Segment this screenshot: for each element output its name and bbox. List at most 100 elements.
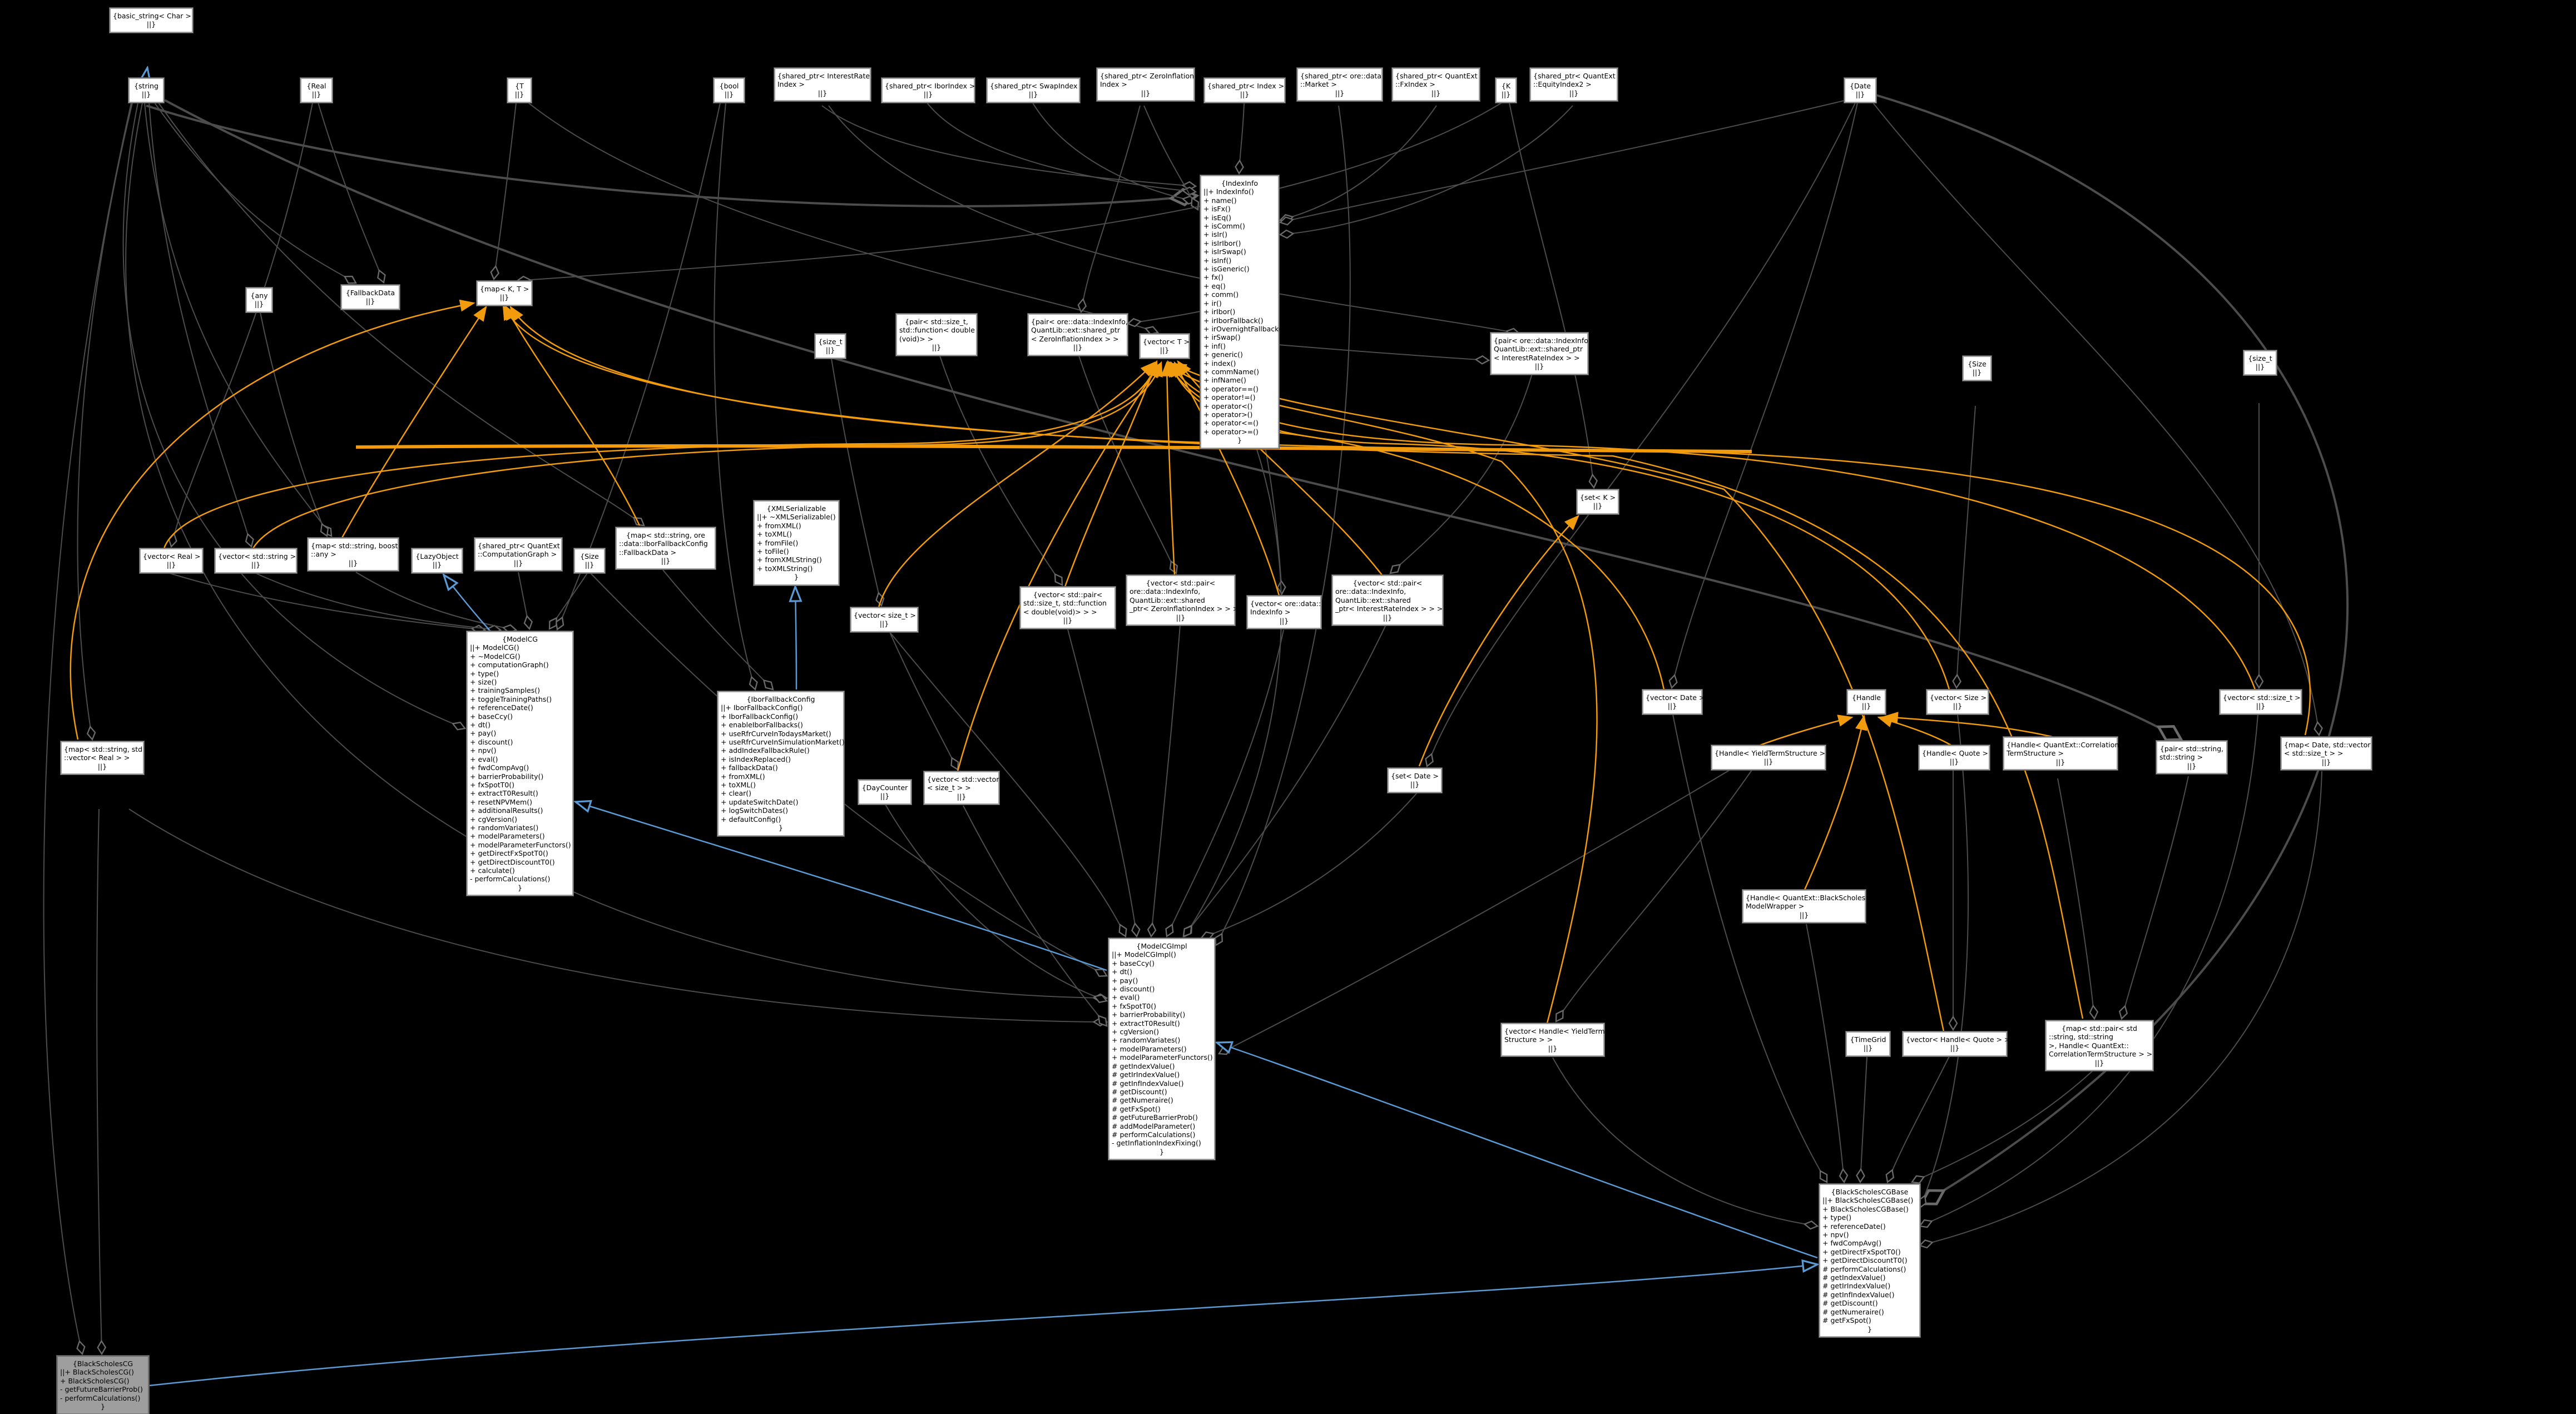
node-bool[interactable]: {bool||} (714, 78, 745, 103)
node-index-info[interactable]: {IndexInfo||+ IndexInfo()+ name()+ isFx(… (1200, 175, 1284, 449)
node-map-string-any[interactable]: {map< std::string, boost::any >||} (308, 538, 399, 572)
node-set-k[interactable]: {set< K >||} (1577, 489, 1619, 514)
node-model-cg-impl[interactable]: {ModelCGImpl||+ ModelCGImpl()+ baseCcy()… (1108, 938, 1215, 1160)
node-map-pair-handle-correlation[interactable]: {map< std::pair< std::string, std::strin… (2045, 1020, 2153, 1071)
member-line: {vector< Size > (1930, 693, 1987, 702)
node-string[interactable]: {string||} (128, 78, 164, 103)
member-line: } (1237, 436, 1242, 445)
node-model-cg[interactable]: {ModelCG||+ ModelCG()+ ~ModelCG()+ compu… (467, 631, 573, 896)
member-line: ||} (348, 558, 358, 567)
member-line: {shared_ptr< Index > (1207, 82, 1285, 90)
inheritance-edges (146, 68, 1817, 1387)
node-any[interactable]: {any||} (246, 287, 273, 312)
member-line: + dt() (470, 721, 491, 730)
node-vector-date[interactable]: {vector< Date >||} (1642, 689, 1705, 715)
member-line: ||} (724, 90, 734, 99)
node-vector-pair-sizet-function[interactable]: {vector< std::pair<std::size_t, std::fun… (1020, 587, 1116, 629)
node-vector-size[interactable]: {vector< Size >||} (1926, 689, 1989, 715)
node-shared-ptr-swap-index[interactable]: {shared_ptr< SwapIndex >||} (987, 78, 1086, 103)
member-line: } (1867, 1324, 1872, 1333)
node-time-grid[interactable]: {TimeGrid||} (1846, 1031, 1890, 1056)
member-line: {shared_ptr< QuantExt (478, 542, 560, 550)
member-line: {vector< Real > (143, 552, 201, 560)
node-vector-real[interactable]: {vector< Real >||} (140, 548, 203, 573)
node-shared-ptr-ore-data-market[interactable]: {shared_ptr< ore::data::Market >||} (1297, 68, 1383, 102)
member-line: + type() (470, 669, 499, 678)
node-pair-indexinfo-zeroinflation[interactable]: {pair< ore::data::IndexInfo,QuantLib::ex… (1028, 314, 1128, 356)
node-pair-sizet-function[interactable]: {pair< std::size_t,std::function< double… (896, 314, 977, 356)
member-line: {size_t (2248, 354, 2272, 363)
node-ibor-fallback-config[interactable]: {IborFallbackConfig||+ IborFallbackConfi… (717, 691, 845, 836)
node-pair-string-string[interactable]: {pair< std::string,std::string >||} (2156, 741, 2227, 775)
member-line: ||} (2187, 761, 2197, 770)
node-shared-ptr-computation-graph[interactable]: {shared_ptr< QuantExt::ComputationGraph … (474, 538, 562, 572)
node-t[interactable]: {T||} (507, 78, 532, 103)
node-date[interactable]: {Date||} (1844, 78, 1876, 103)
member-line: + fxSpotT0() (1112, 1001, 1157, 1010)
node-vector-vector-sizet[interactable]: {vector< std::vector< size_t > >||} (924, 771, 999, 805)
node-map-k-t[interactable]: {map< K, T >||} (477, 281, 532, 306)
member-line: + isFx() (1203, 205, 1231, 214)
node-basic-string-char[interactable]: {basic_string< Char >||} (110, 8, 193, 33)
node-vector-pair-indexinfo-interestrate[interactable]: {vector< std::pair<ore::data::IndexInfo,… (1332, 575, 1443, 626)
node-map-string-fallbackdata[interactable]: {map< std::string, ore::data::IborFallba… (616, 527, 716, 569)
member-line: ||} (1593, 502, 1603, 510)
member-line: ||+ IndexInfo() (1203, 187, 1254, 196)
member-line: ||} (825, 346, 835, 355)
node-map-string-vector-real[interactable]: {map< std::string, std::vector< Real > >… (61, 741, 144, 775)
member-line: # getFxSpot() (1112, 1104, 1161, 1113)
node-vector-pair-indexinfo-zeroinflation[interactable]: {vector< std::pair<ore::data::IndexInfo,… (1126, 575, 1239, 626)
node-vector-handle-quote[interactable]: {vector< Handle< Quote > >||} (1903, 1031, 2010, 1056)
member-line: {IndexInfo (1221, 179, 1259, 187)
member-line: + trainingSamples() (470, 686, 541, 695)
member-line: # getFxSpot() (1822, 1316, 1871, 1325)
node-k[interactable]: {K||} (1495, 78, 1517, 103)
member-line: {map< std::string, boost (311, 542, 398, 550)
node-real[interactable]: {Real||} (300, 78, 333, 103)
member-line: TermStructure > (2007, 749, 2064, 758)
node-handle-yield-term-structure[interactable]: {Handle< YieldTermStructure >||} (1711, 745, 1826, 770)
node-handle-quote[interactable]: {Handle< Quote >||} (1919, 745, 1990, 770)
node-size-t-right[interactable]: {size_t||} (2243, 350, 2277, 375)
node-vector-ore-indexinfo[interactable]: {vector< ore::data::IndexInfo >||} (1247, 596, 1321, 629)
node-pair-indexinfo-interestrate[interactable]: {pair< ore::data::IndexInfo,QuantLib::ex… (1490, 333, 1591, 375)
node-map-date-vector-sizet[interactable]: {map< Date, std::vector< std::size_t > >… (2281, 737, 2372, 771)
member-line: ||} (1063, 616, 1073, 625)
node-vector-std-sizet[interactable]: {vector< std::size_t >||} (2220, 689, 2302, 715)
member-line: # addModelParameter() (1112, 1122, 1196, 1130)
member-line: # performCalculations() (1822, 1264, 1906, 1273)
member-line: ::data::IborFallbackConfig (619, 539, 708, 548)
node-shared-ptr-index[interactable]: {shared_ptr< Index >||} (1204, 78, 1285, 103)
member-line: ||} (932, 343, 942, 352)
node-shared-ptr-ibor-index[interactable]: {shared_ptr< IborIndex >||} (881, 78, 975, 103)
node-size-left[interactable]: {Size||} (574, 548, 605, 573)
node-handle[interactable]: {Handle||} (1847, 689, 1886, 715)
member-line: {bool (719, 82, 739, 90)
member-line: + referenceDate() (1822, 1222, 1886, 1231)
member-line: + extractT0Result() (1112, 1019, 1180, 1028)
node-shared-ptr-quantext-fx-index[interactable]: {shared_ptr< QuantExt::FxIndex >||} (1392, 68, 1480, 102)
member-line: + addIndexFallbackRule() (721, 746, 810, 755)
member-line: ||} (661, 557, 671, 565)
member-line: # getDiscount() (1822, 1299, 1878, 1308)
node-fallback-data[interactable]: {FallbackData||} (341, 285, 400, 310)
node-size-right[interactable]: {Size||} (1963, 356, 1992, 381)
node-size-t-left[interactable]: {size_t||} (815, 334, 846, 359)
node-day-counter[interactable]: {DayCounter||} (858, 780, 911, 805)
node-vector-string[interactable]: {vector< std::string >||} (215, 548, 297, 573)
member-line: + pay() (470, 729, 497, 738)
node-set-date[interactable]: {set< Date >||} (1388, 768, 1442, 793)
node-shared-ptr-quantext-equity-index2[interactable]: {shared_ptr< QuantExt::EquityIndex2 >||} (1530, 68, 1618, 102)
node-black-scholes-cg-base[interactable]: {BlackScholesCGBase||+ BlackScholesCGBas… (1819, 1184, 1920, 1337)
node-vector-t[interactable]: {vector< T >||} (1140, 334, 1190, 359)
node-black-scholes-cg[interactable]: {BlackScholesCG||+ BlackScholesCG()+ Bla… (57, 1356, 149, 1414)
node-vector-sizet[interactable]: {vector< size_t >||} (850, 607, 918, 632)
member-line: + npv() (470, 746, 497, 755)
node-lazy-object[interactable]: {LazyObject||} (412, 548, 463, 573)
node-xml-serializable[interactable]: {XMLSerializable||+ ~XMLSerializable()+ … (754, 500, 839, 586)
